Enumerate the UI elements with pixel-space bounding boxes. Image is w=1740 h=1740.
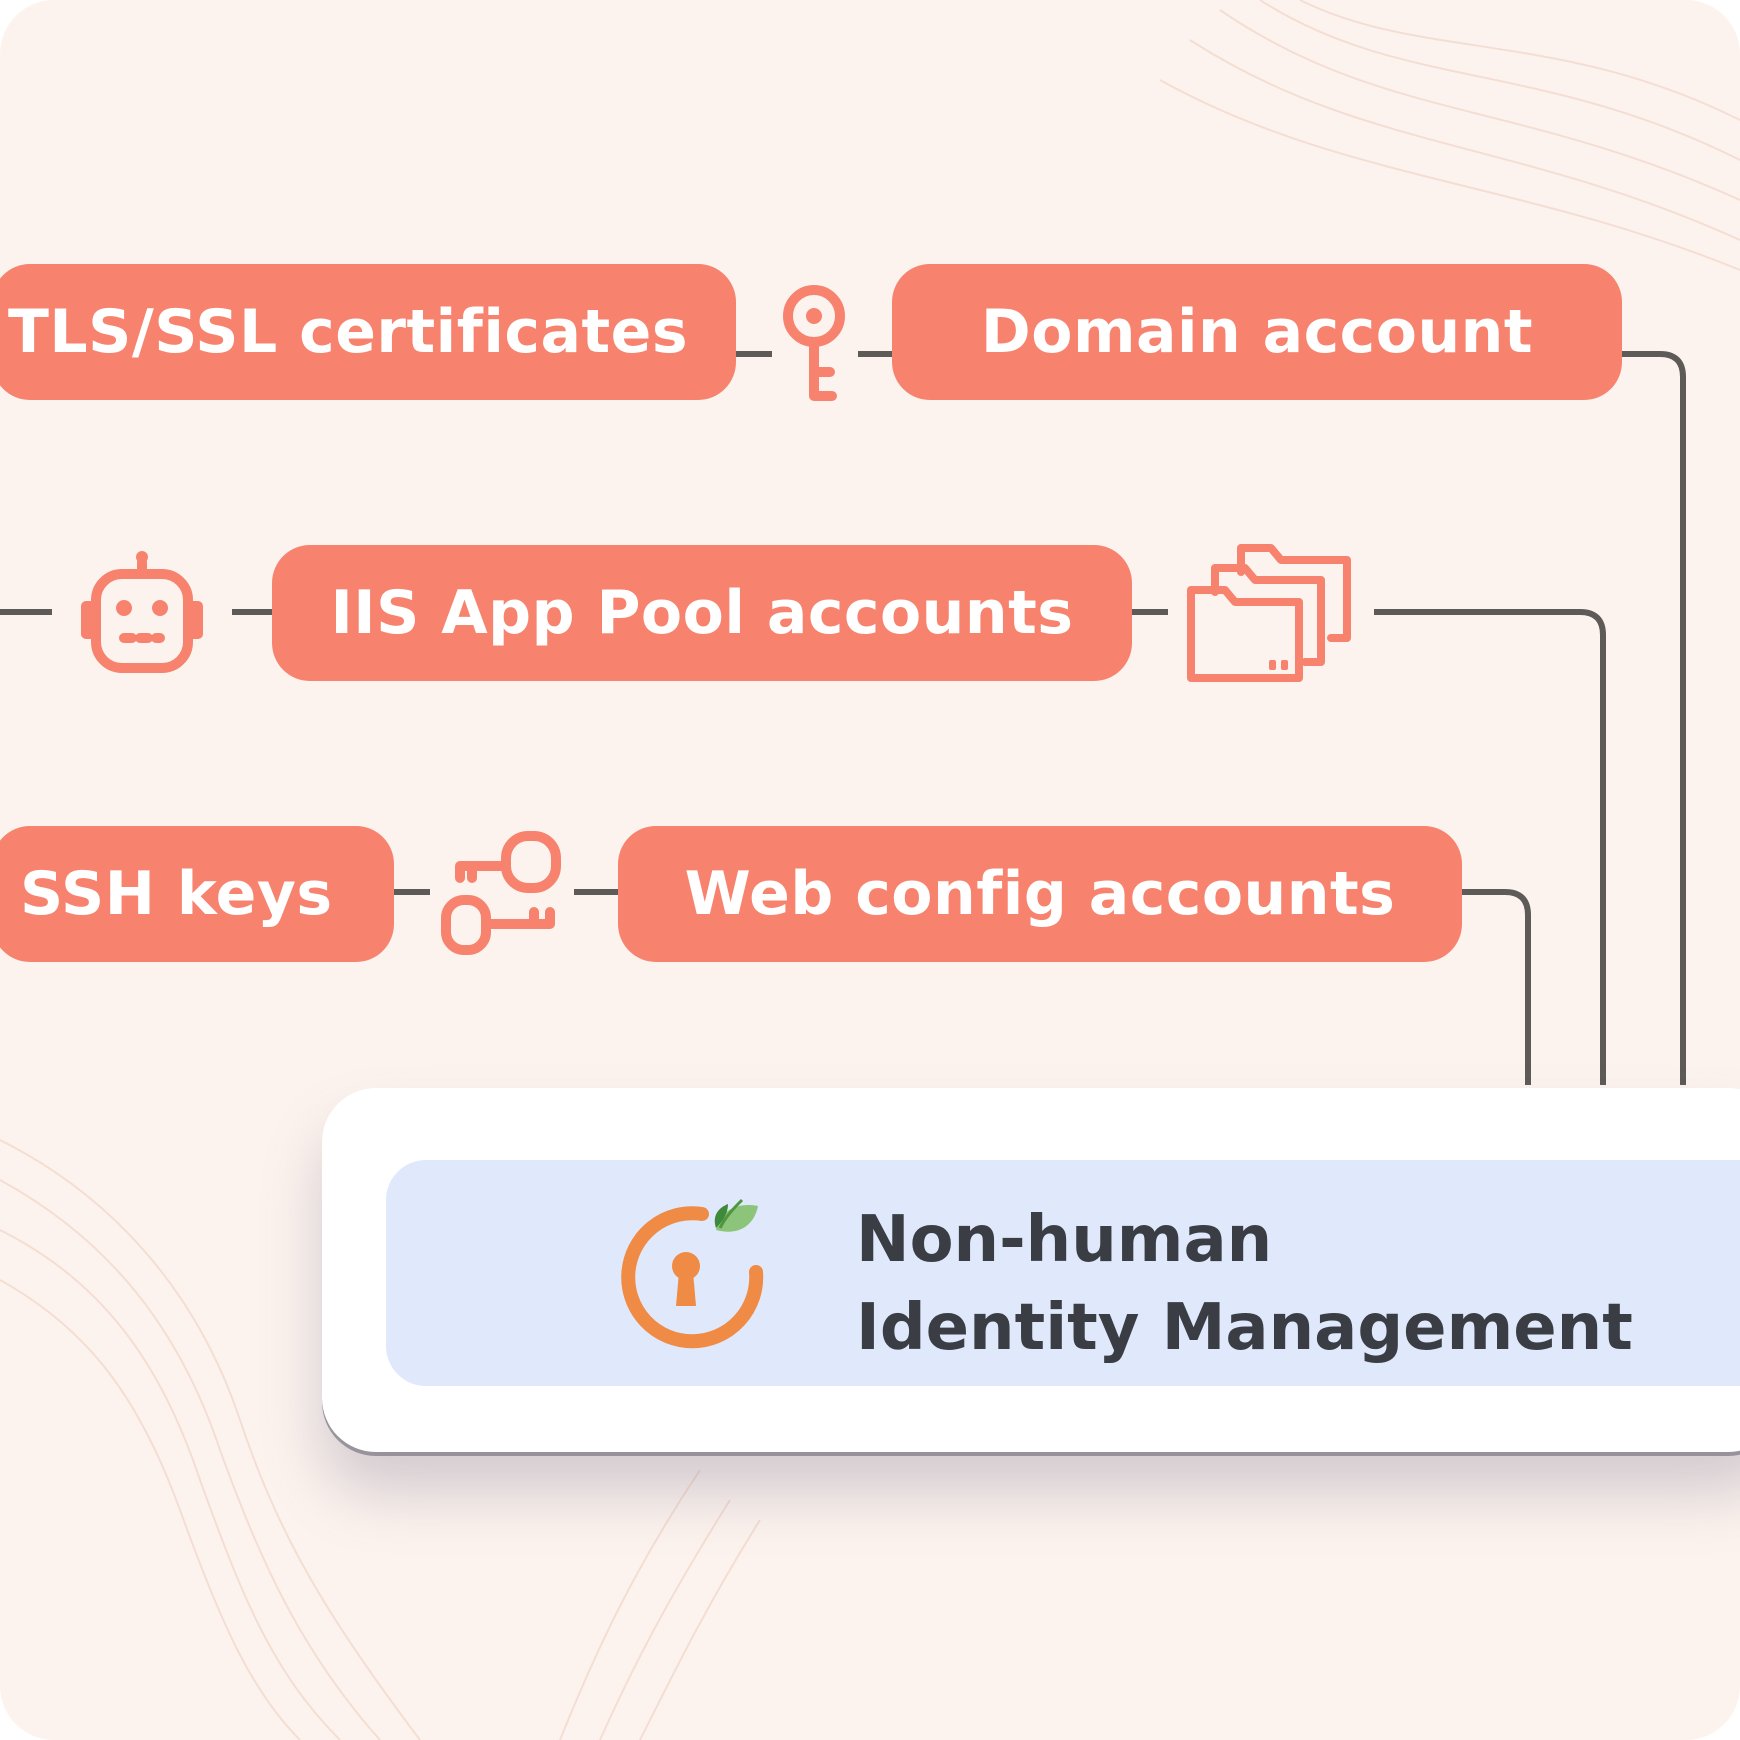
connector-webconfig-card	[1462, 889, 1531, 1085]
nhi-title-line2: Identity Management	[856, 1291, 1633, 1365]
node-web-config-accounts: Web config accounts	[618, 826, 1462, 962]
node-domain-account: Domain account	[892, 264, 1622, 400]
key-icon	[783, 285, 845, 401]
nhi-management-band: Non-human Identity Management	[386, 1160, 1740, 1386]
node-iis-app-pool-accounts: IIS App Pool accounts	[272, 545, 1132, 681]
folders-icon	[1187, 544, 1351, 682]
connector-domain-card	[1622, 351, 1686, 1085]
nhi-title: Non-human Identity Management	[856, 1196, 1633, 1372]
ssh-key-icon	[441, 831, 561, 955]
robot-icon	[81, 551, 203, 673]
connector-folders-card	[1374, 609, 1606, 1085]
node-tls-ssl-certificates: TLS/SSL certificates	[0, 264, 736, 400]
keyhole-logo-icon	[621, 1198, 764, 1349]
nhi-title-line1: Non-human	[856, 1203, 1273, 1277]
nhi-management-card: Non-human Identity Management	[322, 1088, 1740, 1452]
node-ssh-keys: SSH keys	[0, 826, 394, 962]
